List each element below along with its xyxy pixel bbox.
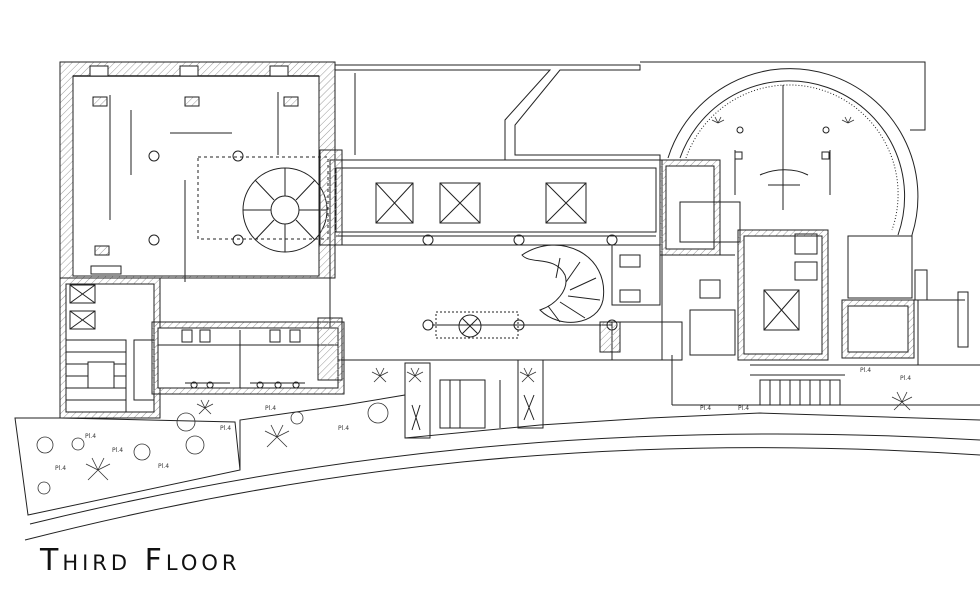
plant-label: Pl.4 xyxy=(158,463,169,470)
central-block xyxy=(329,159,663,361)
rotunda-outer xyxy=(667,68,919,236)
street-line-inner xyxy=(29,433,980,525)
terrace-edge xyxy=(239,394,980,470)
plant-label: Pl.4 xyxy=(220,425,231,432)
floor-title: Third Floor xyxy=(40,543,241,578)
plant-labels: Pl.4 Pl.4 Pl.4 Pl.4 Pl.4 Pl.4 Pl.4 Pl.4 … xyxy=(55,367,911,472)
landscape-plants xyxy=(36,116,913,495)
plant-label: Pl.4 xyxy=(860,367,871,374)
plant-label: Pl.4 xyxy=(112,447,123,454)
plant-label: Pl.4 xyxy=(55,465,66,472)
plant-label: Pl.4 xyxy=(700,405,711,412)
street-line xyxy=(24,447,980,541)
plant-label: Pl.4 xyxy=(738,405,749,412)
garden-left xyxy=(14,417,241,516)
plant-label: Pl.4 xyxy=(338,425,349,432)
plant-label: Pl.4 xyxy=(85,433,96,440)
plant-label: Pl.4 xyxy=(265,405,276,412)
plant-label: Pl.4 xyxy=(900,375,911,382)
